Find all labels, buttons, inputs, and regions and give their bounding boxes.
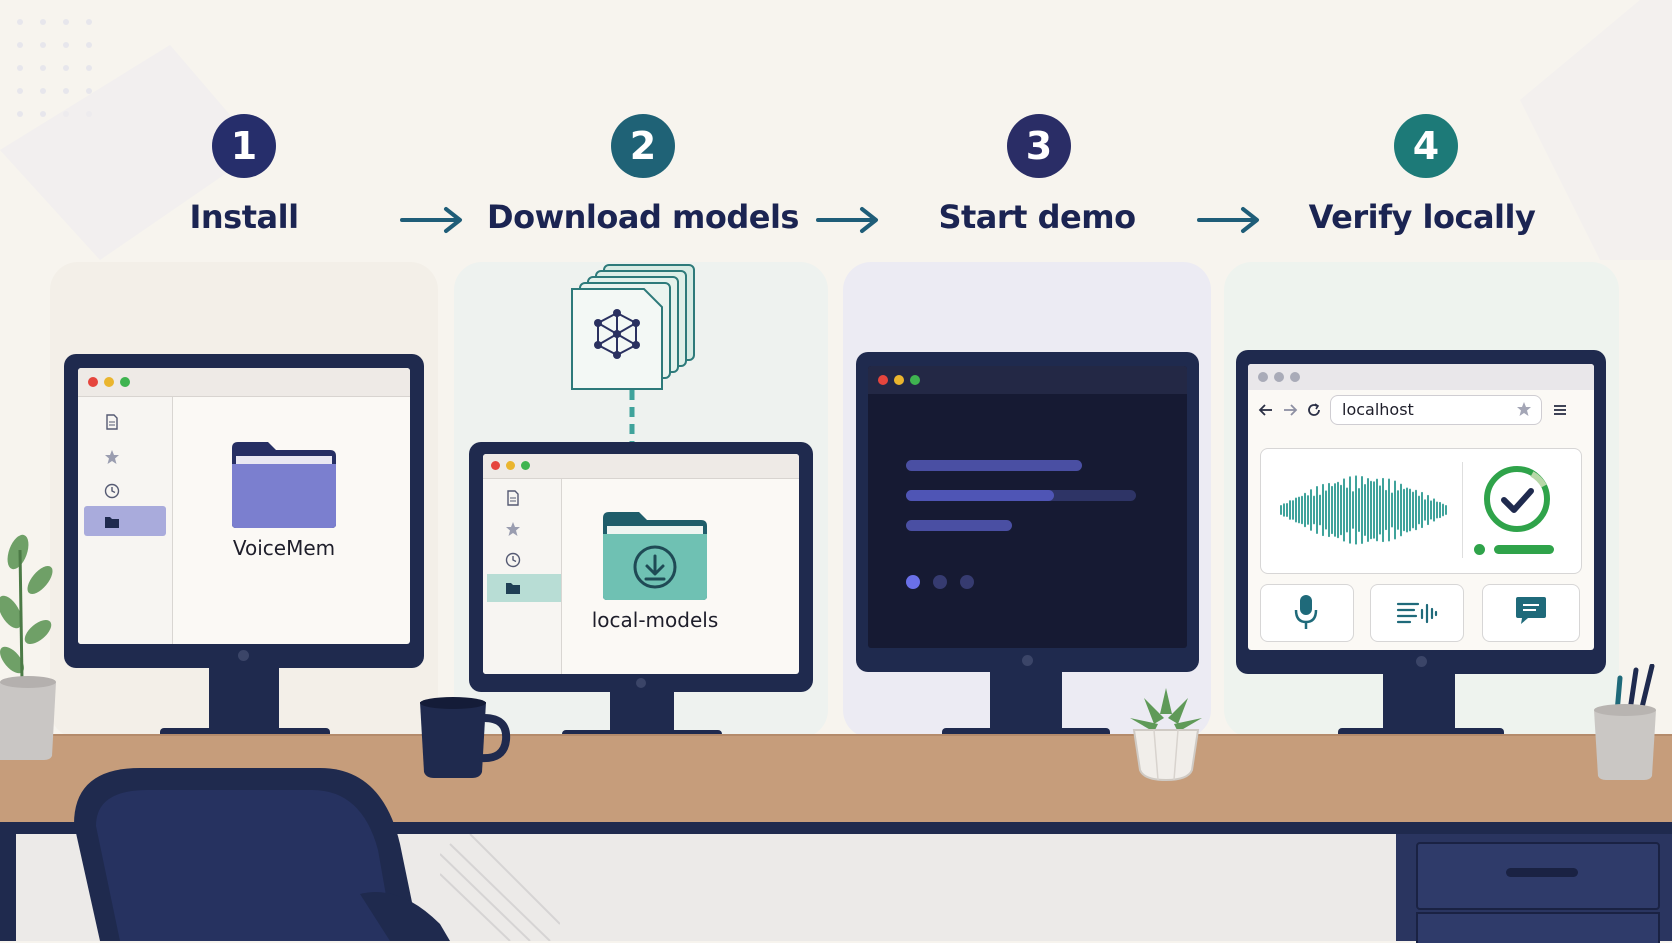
power-led	[1416, 656, 1427, 667]
close-dot[interactable]	[878, 375, 888, 385]
window-controls	[1258, 372, 1300, 382]
drawer-lower	[1416, 912, 1660, 943]
forward-arrow-icon[interactable]	[1282, 402, 1298, 418]
address-bar[interactable]	[1330, 395, 1542, 425]
clock-icon[interactable]	[104, 483, 120, 499]
transcript-audio-icon	[1396, 602, 1438, 624]
monitor-install: VoiceMem	[64, 354, 424, 668]
local-models-folder-icon[interactable]	[601, 510, 709, 602]
file-manager-window: VoiceMem	[78, 368, 410, 644]
reload-icon[interactable]	[1306, 402, 1322, 418]
window-titlebar	[483, 454, 799, 479]
close-dot[interactable]	[1258, 372, 1268, 382]
step-1-label: Install	[189, 198, 299, 236]
window-controls	[491, 461, 530, 470]
desk-leg	[0, 834, 16, 941]
step-1-number: 1	[212, 114, 276, 178]
status-dot	[1474, 544, 1485, 555]
monitor-stand	[209, 667, 279, 729]
monitor-stand	[990, 671, 1062, 729]
step-4-label: Verify locally	[1308, 198, 1536, 236]
minimize-dot[interactable]	[506, 461, 515, 470]
status-bar	[1494, 545, 1554, 554]
minimize-dot[interactable]	[104, 377, 114, 387]
arrow-right-icon	[1197, 207, 1259, 233]
document-icon[interactable]	[104, 414, 120, 430]
microphone-icon	[1294, 595, 1318, 629]
document-icon[interactable]	[505, 490, 521, 506]
monitor-stand	[1383, 673, 1455, 729]
folder-icon	[506, 583, 520, 594]
close-dot[interactable]	[88, 377, 98, 387]
window-titlebar	[78, 368, 410, 397]
minimize-dot[interactable]	[1274, 372, 1284, 382]
loading-dot	[933, 575, 947, 589]
window-titlebar	[868, 366, 1187, 394]
folder-label: VoiceMem	[232, 536, 336, 560]
terminal-line	[906, 520, 1012, 531]
maximize-dot[interactable]	[910, 375, 920, 385]
close-dot[interactable]	[491, 461, 500, 470]
power-led	[636, 678, 646, 688]
clock-icon[interactable]	[505, 552, 521, 568]
address-bar-text: localhost	[1342, 400, 1414, 419]
minimize-dot[interactable]	[894, 375, 904, 385]
model-files-icon	[571, 264, 695, 390]
power-led	[1022, 655, 1033, 666]
step-3-number: 3	[1007, 114, 1071, 178]
plant-icon	[0, 534, 56, 760]
sidebar-item-selected[interactable]	[84, 506, 166, 536]
pencil-cup-icon	[1594, 664, 1656, 780]
step-3-label: Start demo	[938, 198, 1136, 236]
succulent-icon	[1130, 688, 1202, 782]
window-controls	[88, 377, 130, 387]
menu-icon[interactable]	[1552, 402, 1568, 418]
transcribe-button[interactable]	[1370, 584, 1464, 642]
desk-shadow-hatch	[440, 834, 560, 941]
coffee-mug-icon	[420, 697, 511, 778]
monitor-stand	[610, 691, 674, 731]
window-controls	[878, 375, 920, 385]
folder-icon	[105, 517, 119, 528]
chat-bubble-icon	[1516, 597, 1546, 624]
browser-window: localhost	[1248, 364, 1594, 650]
star-icon[interactable]	[505, 521, 521, 537]
folder-label: local-models	[591, 608, 719, 632]
file-manager-window: local-models	[483, 454, 799, 674]
drawer-handle[interactable]	[1506, 868, 1578, 877]
monitor-verify: localhost	[1236, 350, 1606, 674]
power-led	[238, 650, 249, 661]
star-icon[interactable]	[104, 449, 120, 465]
divider	[1462, 462, 1463, 558]
step-4-number: 4	[1394, 114, 1458, 178]
sidebar-item-selected[interactable]	[487, 574, 561, 602]
arrow-right-icon	[816, 207, 878, 233]
step-2-label: Download models	[487, 198, 799, 236]
loading-dot	[960, 575, 974, 589]
maximize-dot[interactable]	[521, 461, 530, 470]
terminal-line	[906, 460, 1082, 471]
waveform-icon	[1280, 475, 1447, 545]
bookmark-star-icon[interactable]	[1516, 401, 1532, 417]
maximize-dot[interactable]	[120, 377, 130, 387]
monitor-download: local-models	[469, 442, 813, 692]
step-2-number: 2	[611, 114, 675, 178]
terminal-progress-fill	[906, 490, 1054, 501]
voicemem-folder-icon[interactable]	[230, 440, 338, 530]
browser-titlebar	[1248, 364, 1594, 390]
office-chair	[74, 768, 450, 941]
desk-edge	[0, 822, 1672, 834]
back-arrow-icon[interactable]	[1258, 402, 1274, 418]
monitor-start-demo	[856, 352, 1199, 672]
arrow-right-icon	[400, 207, 462, 233]
maximize-dot[interactable]	[1290, 372, 1300, 382]
terminal-window	[868, 366, 1187, 648]
check-circle-icon	[1484, 466, 1550, 532]
loading-dot	[906, 575, 920, 589]
